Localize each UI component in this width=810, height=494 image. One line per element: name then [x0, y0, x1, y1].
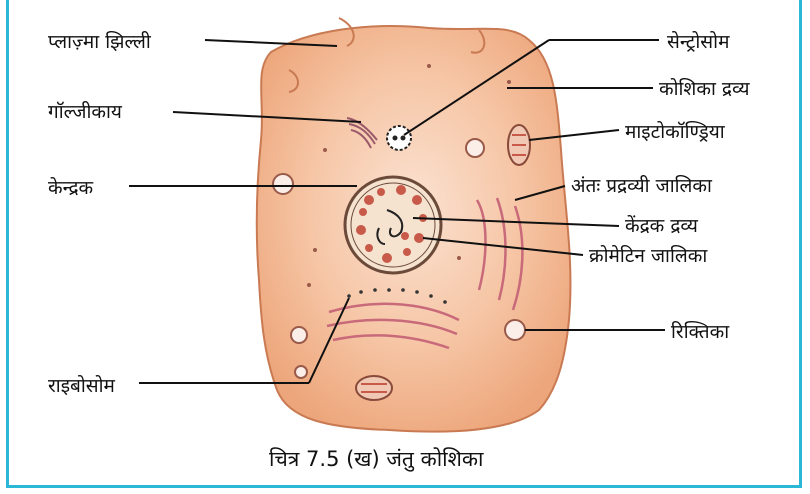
label-cytoplasm: कोशिका द्रव्य: [659, 77, 750, 100]
label-er: अंतः प्रद्रव्यी जालिका: [571, 174, 713, 197]
animal-cell-diagram: प्लाज़्मा झिल्ली गॉल्जीकाय केन्द्रक राइब…: [9, 0, 805, 488]
figure-frame: प्लाज़्मा झिल्ली गॉल्जीकाय केन्द्रक राइब…: [6, 0, 802, 488]
label-nucleus: केन्द्रक: [48, 176, 94, 199]
mitochondrion-2: [356, 376, 392, 400]
label-centrosome: सेन्ट्रोसोम: [667, 30, 730, 53]
label-golgi-body: गॉल्जीकाय: [48, 100, 123, 123]
label-chromatin: क्रोमेटिन जालिका: [589, 244, 708, 267]
label-nucleoplasm: केंद्रक द्रव्य: [625, 214, 698, 237]
label-vacuole: रिक्तिका: [671, 320, 730, 343]
label-plasma-membrane: प्लाज़्मा झिल्ली: [48, 30, 152, 53]
mitochondrion: [508, 125, 530, 165]
label-ribosome: राइबोसोम: [48, 374, 116, 397]
centrosome: [387, 126, 411, 150]
label-mitochondria: माइटोकॉण्ड्रिया: [625, 120, 726, 143]
figure-caption: चित्र 7.5 (ख) जंतु कोशिका: [269, 447, 484, 472]
nucleus: [345, 177, 441, 273]
